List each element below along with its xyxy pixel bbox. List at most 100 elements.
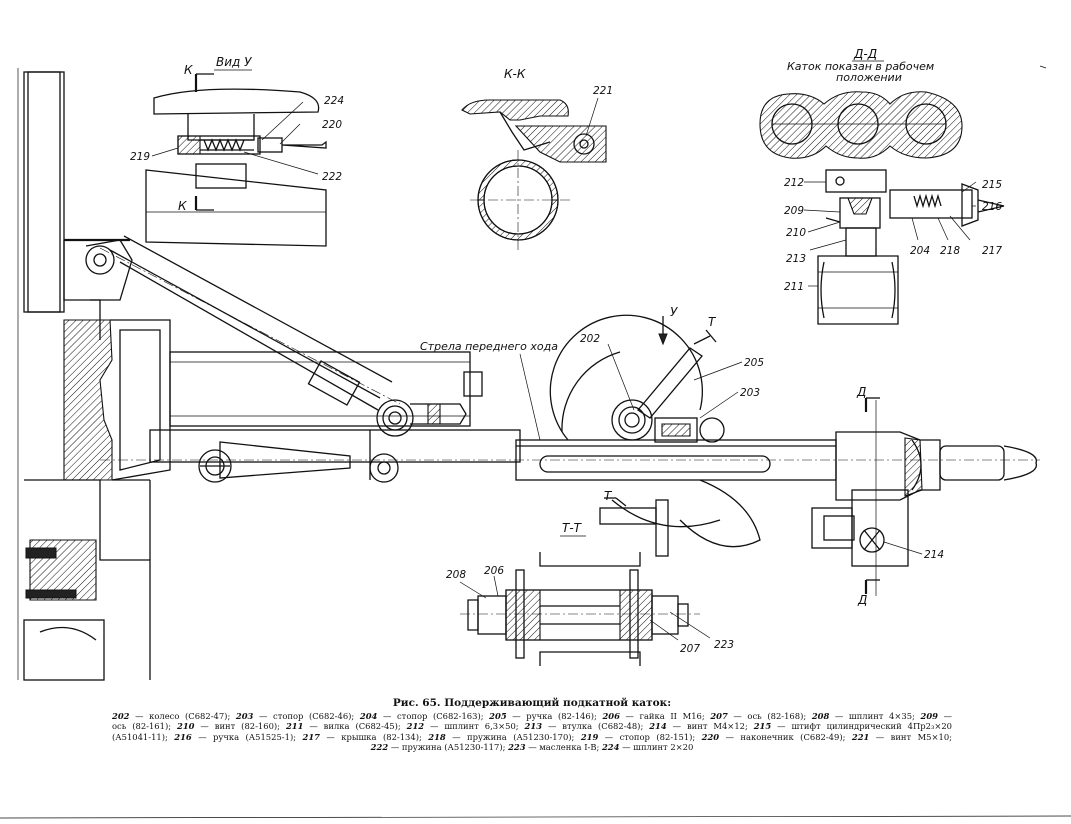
view-d-d — [759, 91, 1005, 325]
mark-t-top: Т — [708, 315, 717, 329]
caption-part-description: — ручка (82-146); — [506, 710, 603, 721]
caption-part-number: 211 — [285, 721, 304, 732]
caption-part-number: 205 — [489, 710, 507, 721]
mark-d-bottom: Д — [857, 593, 867, 607]
label-222: 222 — [322, 171, 342, 183]
caption-part-number: 217 — [302, 731, 320, 742]
label-214: 214 — [924, 549, 944, 561]
view-d-d-note-2: положении — [836, 71, 902, 84]
caption-part-number: 203 — [235, 710, 254, 721]
part-number-labels: 224 220 219 222 221 212 209 210 213 211 … — [130, 85, 1002, 655]
diagonal-strut — [99, 235, 467, 437]
mark-u: У — [670, 305, 678, 319]
section-marks: К К У Т Т Д Д — [178, 63, 867, 607]
caption-part-description: — ручка (А51525-1); — [191, 731, 303, 742]
caption-part-number: 202 — [112, 710, 130, 721]
caption-part-description: — шплинт 6,3×50; — [424, 721, 525, 732]
caption-part-description: — колесо (С682-47); — [129, 710, 236, 721]
caption-part-number: 212 — [406, 721, 425, 732]
label-204: 204 — [910, 245, 930, 257]
caption-part-description: — — [937, 710, 952, 721]
caption-part-number: 224 — [601, 742, 620, 753]
label-215: 215 — [982, 179, 1002, 191]
label-208: 208 — [446, 569, 466, 581]
label-213: 213 — [786, 253, 806, 265]
caption-part-number: 204 — [359, 710, 378, 721]
page-edge — [0, 815, 1071, 819]
caption-part-number: 207 — [710, 710, 728, 721]
mark-t-bottom: Т — [604, 489, 613, 503]
label-216: 216 — [982, 201, 1002, 213]
label-205: 205 — [744, 357, 764, 369]
caption-line: 202 — колесо (С682-47); 203 — стопор (С6… — [112, 711, 952, 722]
right-lower-block — [811, 400, 909, 596]
leader-lines — [151, 65, 1047, 641]
label-219: 219 — [130, 151, 150, 163]
view-k-k — [461, 99, 607, 250]
label-218: 218 — [940, 245, 960, 257]
caption-part-description: — стопор (82-151); — [598, 731, 702, 742]
label-221: 221 — [593, 85, 613, 97]
view-titles: Вид У К-К Д-Д Каток показан в рабочем по… — [214, 47, 934, 537]
mark-k-bottom: К — [178, 199, 187, 213]
caption-part-number: 219 — [580, 731, 599, 742]
caption-title: Рис. 65. Поддерживающий подкатной каток: — [392, 697, 672, 709]
roller-wheel-202 — [549, 314, 761, 548]
label-211: 211 — [784, 281, 804, 293]
caption-part-description: — штифт цилиндрический 4Пр2₃×20 — [771, 721, 952, 732]
caption-line: (А51041-11); 216 — ручка (А51525-1); 217… — [112, 732, 952, 743]
view-u-title: Вид У — [216, 55, 252, 69]
caption-part-description: — масленка I-В; — [525, 742, 602, 753]
caption-part-number: 214 — [649, 721, 667, 732]
caption-part-description: — пружина (А51230-170); — [445, 731, 581, 742]
view-d-d-title: Д-Д — [853, 47, 877, 61]
caption-part-description: — шплинт 2×20 — [619, 742, 694, 753]
caption-part-description: — винт М4×12; — [666, 721, 754, 732]
caption-part-description: — крышка (82-134); — [319, 731, 429, 742]
caption-part-number: 223 — [508, 742, 526, 753]
caption-part-number: 220 — [701, 731, 720, 742]
figure-caption: Рис. 65. Поддерживающий подкатной каток:… — [112, 698, 952, 753]
caption-line: 222 — пружина (А51230-117); 223 — маслен… — [112, 742, 952, 753]
caption-part-description: — гайка II М16; — [619, 710, 711, 721]
label-210: 210 — [786, 227, 806, 239]
label-223: 223 — [714, 639, 734, 651]
caption-part-description: — винт (82-160); — [194, 721, 286, 732]
caption-part-number: 218 — [428, 731, 446, 742]
caption-part-description: — вилка (С682-45); — [303, 721, 407, 732]
view-u — [145, 73, 327, 247]
caption-part-number: 222 — [370, 742, 389, 753]
mark-d-top: Д — [856, 385, 866, 399]
boom-label: Стрела переднего хода — [420, 340, 558, 353]
caption-part-number: 215 — [753, 721, 772, 732]
label-202: 202 — [580, 333, 600, 345]
label-207: 207 — [680, 643, 700, 655]
caption-line: ось (82-161); 210 — винт (82-160); 211 —… — [112, 721, 952, 732]
caption-part-description: — стопор (С682-46); — [253, 710, 360, 721]
caption-part-number: 210 — [177, 721, 195, 732]
label-220: 220 — [322, 119, 342, 131]
label-224: 224 — [324, 95, 344, 107]
caption-part-description: — втулка (С682-48); — [542, 721, 650, 732]
caption-part-description: (А51041-11); — [112, 731, 175, 742]
label-209: 209 — [784, 205, 804, 217]
view-k-k-title: К-К — [504, 67, 526, 81]
caption-legend: 202 — колесо (С682-47); 203 — стопор (С6… — [112, 711, 952, 753]
caption-part-number: 208 — [811, 710, 830, 721]
caption-part-description: — шплинт 4×35; — [829, 710, 921, 721]
caption-part-description: ось (82-161); — [112, 721, 177, 732]
caption-part-description: — винт М5×10; — [869, 731, 952, 742]
caption-part-description: — наконечник (С682-49); — [719, 731, 852, 742]
label-206: 206 — [484, 565, 504, 577]
left-carriage-frame — [17, 68, 171, 681]
caption-part-number: 206 — [602, 710, 620, 721]
label-203: 203 — [740, 387, 760, 399]
mark-k-top: К — [184, 63, 193, 77]
caption-part-number: 216 — [174, 731, 192, 742]
caption-part-description: — стопор (С682-163); — [377, 710, 490, 721]
section-t-t-title: Т-Т — [562, 521, 583, 535]
label-212: 212 — [784, 177, 804, 189]
section-t-t — [460, 552, 700, 666]
caption-part-description: — ось (82-168); — [727, 710, 812, 721]
